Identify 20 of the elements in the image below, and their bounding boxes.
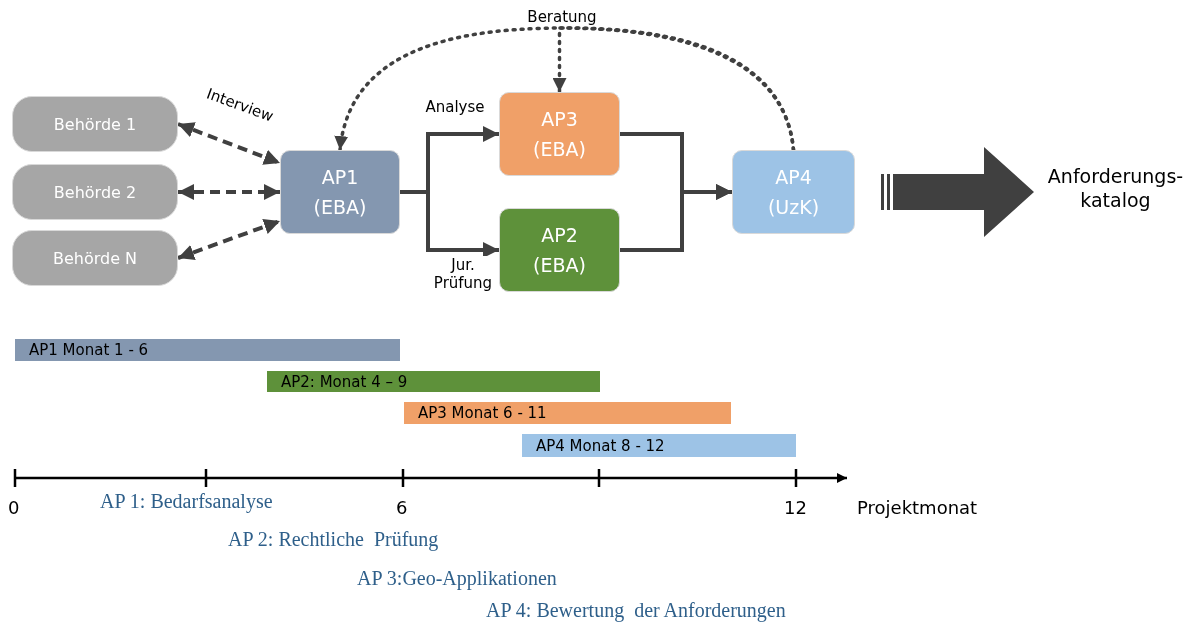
work-package-box: AP1 (EBA) [280,150,400,234]
phase-label: AP 3:Geo-Applikationen [357,567,557,590]
result-text: Anforderungs- katalog [1036,158,1195,218]
tick-label: 12 [784,497,807,518]
phase-label: AP 4: Bewertung der Anforderungen [486,599,786,622]
authority-box: Behörde 2 [12,164,178,220]
schedule-bar: AP4 Monat 8 - 12 [522,434,796,457]
phase-label: AP 2: Rechtliche Prüfung [228,528,439,551]
phase-label: AP 1: Bedarfsanalyse [100,490,273,513]
work-package-box: AP4 (UzK) [732,150,855,234]
axis-title: Projektmonat [857,497,978,518]
tick-label: 0 [8,497,20,518]
work-package-box: AP3 (EBA) [499,92,620,176]
tick-label: 6 [396,497,408,518]
authority-box: Behörde N [12,230,178,286]
work-package-box: AP2 (EBA) [499,208,620,292]
schedule-bar: AP3 Monat 6 - 11 [404,402,731,424]
authority-box: Behörde 1 [12,96,178,152]
schedule-bar: AP2: Monat 4 – 9 [267,371,600,392]
schedule-bar: AP1 Monat 1 - 6 [15,339,400,361]
